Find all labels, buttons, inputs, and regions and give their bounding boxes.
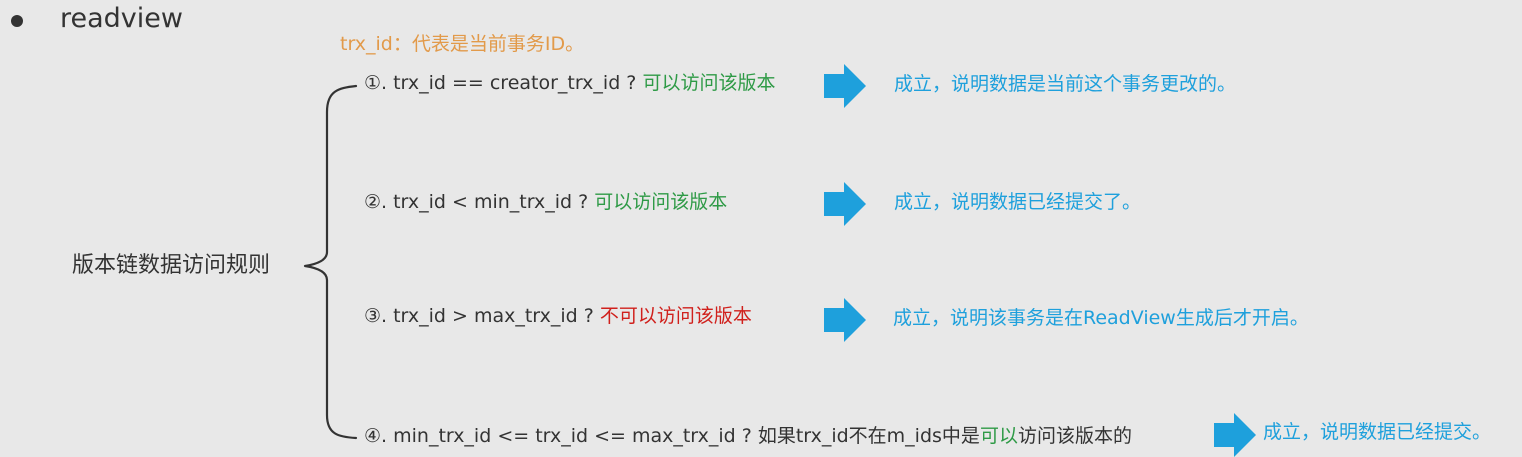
curly-brace-icon <box>303 84 358 440</box>
rule-4-condition-line: ④. min_trx_id <= trx_id <= max_trx_id ? … <box>364 423 1132 449</box>
arrow-right-icon <box>824 298 866 342</box>
rule-4-verdict-suffix: 访问该版本的 <box>1017 425 1132 447</box>
rule-1-condition-line: ①. trx_id == creator_trx_id ? 可以访问该版本 <box>364 70 775 96</box>
trx-id-note: trx_id：代表是当前事务ID。 <box>340 33 585 55</box>
arrow-right-icon <box>824 64 866 108</box>
rule-3-condition-line: ③. trx_id > max_trx_id ? 不可以访问该版本 <box>364 303 752 329</box>
rule-2-result: 成立，说明数据已经提交了。 <box>894 191 1142 213</box>
rule-3-result: 成立，说明该事务是在ReadView生成后才开启。 <box>893 307 1309 329</box>
rule-2-verdict: 可以访问该版本 <box>594 191 728 213</box>
arrow-right-icon <box>1214 413 1256 457</box>
rule-2-condition: ②. trx_id < min_trx_id ? <box>364 191 589 213</box>
arrow-right-icon <box>824 182 866 226</box>
rule-1-result: 成立，说明数据是当前这个事务更改的。 <box>894 73 1237 95</box>
rule-4-condition: ④. min_trx_id <= trx_id <= max_trx_id ? … <box>364 425 980 447</box>
bullet-dot-icon <box>11 15 23 27</box>
rule-3-condition: ③. trx_id > max_trx_id ? <box>364 305 594 327</box>
rule-4-result: 成立，说明数据已经提交。 <box>1263 421 1492 443</box>
rule-3-verdict: 不可以访问该版本 <box>599 305 752 327</box>
rule-2-condition-line: ②. trx_id < min_trx_id ? 可以访问该版本 <box>364 189 727 215</box>
rule-1-condition: ①. trx_id == creator_trx_id ? <box>364 72 637 94</box>
access-rules-label: 版本链数据访问规则 <box>72 253 271 278</box>
rule-4-verdict: 可以 <box>979 425 1018 447</box>
page-title: readview <box>60 3 183 34</box>
rule-1-verdict: 可以访问该版本 <box>642 72 776 94</box>
